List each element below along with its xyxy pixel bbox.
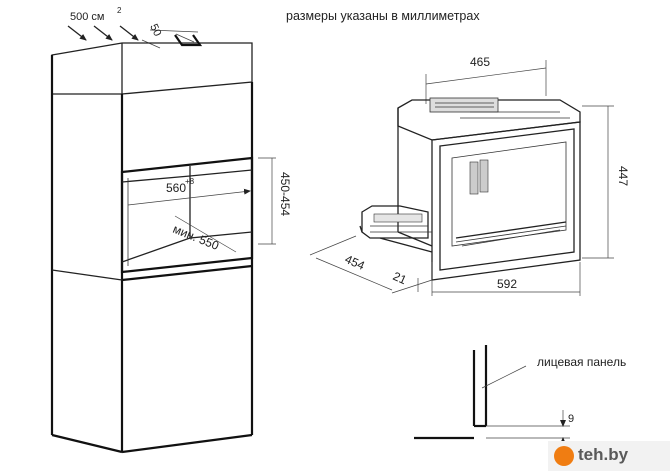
- niche-width-sup: +8: [185, 177, 195, 186]
- gap-label: 9: [568, 413, 574, 425]
- vent-area-sup: 2: [117, 6, 122, 15]
- depth-total-label: 454: [343, 252, 367, 273]
- units-note: размеры указаны в миллиметрах: [286, 9, 480, 23]
- niche-depth-label: мин. 550: [171, 222, 221, 253]
- cabinet-niche: [120, 156, 254, 274]
- cabinet-drawing: 500 см 2 50 560: [50, 6, 292, 454]
- panel-label: лицевая панель: [537, 355, 626, 369]
- depth-top-label: 465: [470, 55, 490, 69]
- front-width-label: 592: [497, 277, 517, 291]
- niche-height-label: 450-454: [278, 172, 292, 216]
- top-gap-dimension: [141, 29, 199, 49]
- top-gap-label: 50: [147, 22, 163, 38]
- cabinet-top-face: [51, 42, 253, 95]
- watermark-badge-icon: [554, 446, 574, 466]
- panel-detail: лицевая панель 9: [414, 345, 626, 452]
- front-thickness-label: 21: [391, 269, 409, 287]
- watermark-text: teh.by: [578, 445, 629, 464]
- height-label: 447: [616, 166, 630, 186]
- niche-width-label: 560: [166, 181, 186, 195]
- vent-area-label: 500 см: [70, 11, 104, 23]
- vent-arrows: [67, 25, 139, 41]
- appliance-drawing: 465 447 592: [309, 55, 630, 296]
- watermark: teh.by: [548, 441, 670, 471]
